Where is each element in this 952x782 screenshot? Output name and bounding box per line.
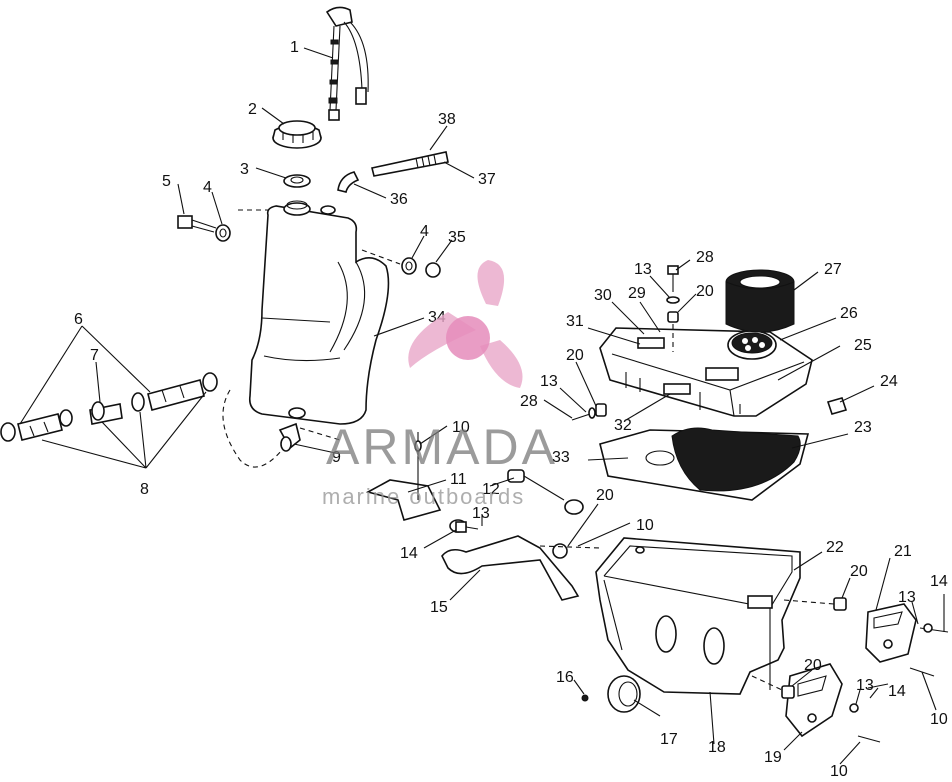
foam-filter-ring — [725, 269, 795, 333]
filter-screen — [599, 427, 810, 501]
callout-13: 13 — [856, 677, 874, 694]
callout-21: 21 — [894, 543, 912, 560]
callout-14: 14 — [930, 573, 948, 590]
vent-elbow — [337, 171, 360, 193]
mount-plate-upper — [865, 603, 949, 677]
callout-10: 10 — [930, 711, 948, 728]
callout-labels: 1 2 3 4 4 5 6 7 8 9 10 10 10 10 11 12 13… — [74, 39, 948, 780]
callout-2: 2 — [248, 101, 257, 118]
callout-13: 13 — [540, 373, 558, 390]
callout-11: 11 — [450, 471, 467, 488]
armada-watermark: ARMADA marine outboards — [322, 260, 558, 509]
callout-30: 30 — [594, 287, 612, 304]
callout-28: 28 — [696, 249, 714, 266]
fuel-tank — [238, 200, 390, 425]
fuel-cap — [272, 120, 322, 149]
callout-20: 20 — [696, 283, 714, 300]
callout-6: 6 — [74, 311, 83, 328]
callout-29: 29 — [628, 285, 646, 302]
callout-10: 10 — [452, 419, 470, 436]
fuel-line-assembly — [0, 372, 218, 442]
callout-20: 20 — [804, 657, 822, 674]
airbox-base — [595, 537, 801, 695]
mount-screw-left — [177, 215, 231, 242]
drain-plug — [581, 694, 589, 702]
callout-3: 3 — [240, 161, 249, 178]
callout-20: 20 — [596, 487, 614, 504]
callout-27: 27 — [824, 261, 842, 278]
callout-20: 20 — [566, 347, 584, 364]
vent-hose — [371, 151, 449, 177]
callout-14: 14 — [888, 683, 906, 700]
callout-10: 10 — [636, 517, 654, 534]
callout-4: 4 — [203, 179, 212, 196]
watermark-title: ARMADA — [326, 419, 558, 475]
callout-23: 23 — [854, 419, 872, 436]
callout-32: 32 — [614, 417, 632, 434]
callout-28: 28 — [520, 393, 538, 410]
lid-screw-stack — [666, 265, 680, 352]
callout-7: 7 — [90, 347, 99, 364]
rubber-grommet — [607, 675, 641, 713]
base-nuts — [751, 597, 847, 699]
callout-14: 14 — [400, 545, 418, 562]
fuel-pickup-assembly — [325, 6, 369, 121]
callout-5: 5 — [162, 173, 171, 190]
cap-seal — [283, 174, 311, 188]
callout-10: 10 — [830, 763, 848, 777]
callout-24: 24 — [880, 373, 898, 390]
tank-fitting — [222, 389, 341, 468]
washer-nut-right — [361, 249, 441, 278]
side-screw-stack — [571, 403, 607, 421]
callout-18: 18 — [708, 739, 726, 756]
callout-8: 8 — [140, 481, 149, 498]
callout-13: 13 — [634, 261, 652, 278]
retainer-clip — [826, 397, 848, 415]
propeller-icon — [408, 260, 523, 388]
callout-13: 13 — [898, 589, 916, 606]
callout-12: 12 — [482, 481, 500, 498]
callout-31: 31 — [566, 313, 584, 330]
callout-9: 9 — [332, 449, 341, 466]
callout-35: 35 — [448, 229, 466, 246]
callout-15: 15 — [430, 599, 448, 616]
bracket-bolt — [455, 521, 601, 549]
callout-4: 4 — [420, 223, 429, 240]
callout-22: 22 — [826, 539, 844, 556]
callout-33: 33 — [552, 449, 570, 466]
callout-20: 20 — [850, 563, 868, 580]
callout-26: 26 — [840, 305, 858, 322]
callout-1: 1 — [290, 39, 299, 56]
element-housing — [727, 330, 777, 360]
callout-17: 17 — [660, 731, 678, 748]
callout-36: 36 — [390, 191, 408, 208]
rubber-fitting — [507, 469, 584, 515]
watermark-subtitle: marine outboards — [322, 484, 525, 509]
callout-25: 25 — [854, 337, 872, 354]
callout-38: 38 — [438, 111, 456, 128]
callout-37: 37 — [478, 171, 496, 188]
support-bracket — [441, 519, 580, 601]
mount-plate-lower — [785, 663, 889, 743]
leader-lines — [19, 47, 945, 765]
callout-19: 19 — [764, 749, 782, 766]
callout-13: 13 — [472, 505, 490, 522]
callout-16: 16 — [556, 669, 574, 686]
